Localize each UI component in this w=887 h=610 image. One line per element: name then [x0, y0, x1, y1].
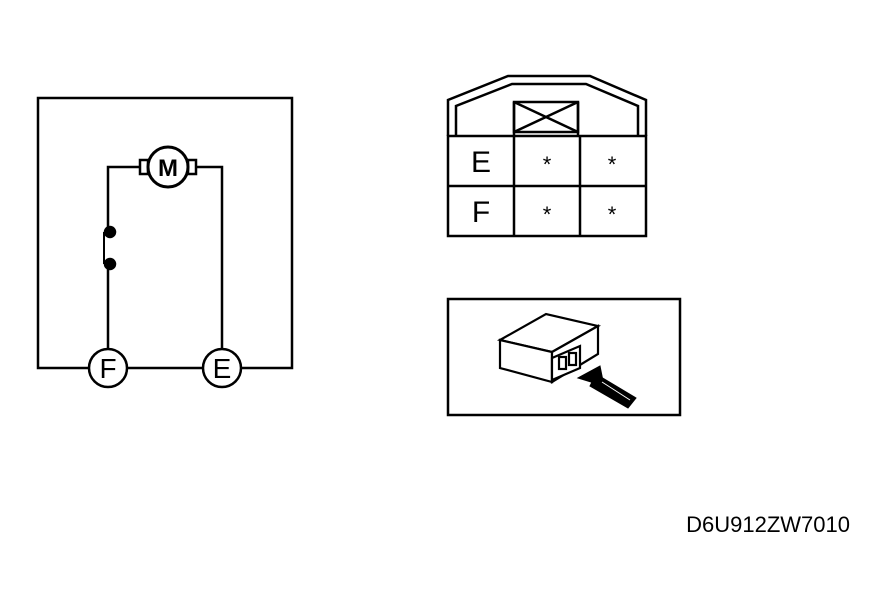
wire-right [196, 165, 224, 348]
component-view-frame [446, 297, 682, 417]
pin-row-f-cell-1: * [543, 202, 552, 227]
component-view [446, 297, 682, 417]
terminal-f-label: F [99, 353, 116, 384]
pin-row-e-cell-1: * [543, 152, 552, 177]
arrow-icon [576, 365, 637, 409]
circuit-frame [36, 96, 294, 370]
figure-code: D6U912ZW7010 [686, 512, 850, 537]
pin-row-e-label: E [471, 146, 491, 179]
terminal-f-circle [87, 347, 129, 389]
switch-contact-bottom [103, 257, 117, 271]
connector-hood-outer [446, 74, 648, 136]
pin-row-e-cell-2: * [608, 152, 617, 177]
pin-row-f-cell-2: * [608, 202, 617, 227]
connector-hood-inner [454, 82, 640, 136]
terminal-e-circle [201, 347, 243, 389]
circuit-schematic [36, 96, 294, 389]
connector-face [446, 74, 648, 238]
wire-left-upper [106, 165, 140, 232]
switch-contact-top [103, 225, 117, 239]
latch-x-2 [513, 100, 579, 134]
motor-label: M [158, 155, 178, 182]
module-box-icon [496, 312, 602, 384]
motor-symbol [146, 145, 190, 189]
pin-row-f-label: F [472, 196, 490, 229]
terminal-e-label: E [213, 353, 232, 384]
